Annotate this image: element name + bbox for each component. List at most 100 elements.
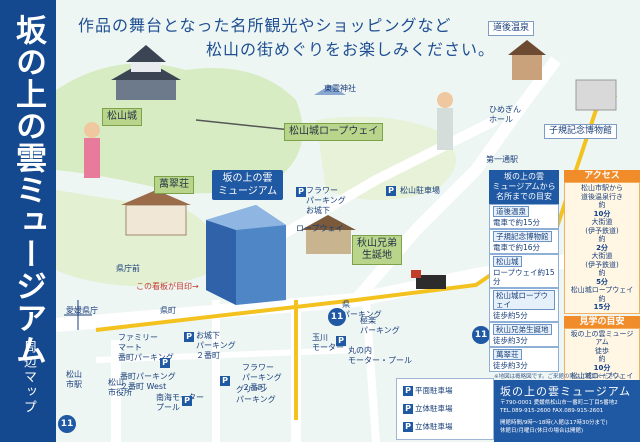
access-line: 5分 [596,277,608,286]
parking-maruichi[interactable]: 丸の内 モーター・プール [348,346,412,365]
parking-icon: P [182,396,192,406]
banshoso-building [121,190,191,236]
parking-icon: P [184,332,194,342]
station-area-label: 松山 市駅 [66,370,82,389]
map-area: 作品の舞台となった名所観光やショッピングなど 松山の街めぐりをお楽しみください。… [56,0,640,442]
city-office-label: 松山 市役所 [108,378,132,397]
parking-gokuraku[interactable]: 極楽 パーキング [360,316,400,335]
castle-label[interactable]: 松山城 [102,108,142,126]
title-sidebar: 坂の上の雲ミュージアム 周辺マップ [0,0,56,442]
access-line: 約 [598,201,606,209]
akiyama-label[interactable]: 秋山兄弟 生誕地 [352,235,402,265]
access-line: 2分 [596,243,608,252]
access-list: 道後温泉電車で約15分子規記念博物館電車で約16分松山城ロープウェイ約15分松山… [489,204,559,372]
ropeway-label[interactable]: 松山城ロープウェイ [284,123,384,141]
access-item: 子規記念博物館電車で約16分 [489,229,559,254]
shiki-label[interactable]: 子規記念博物館 [544,124,618,139]
access-item-dest[interactable]: 秋山兄弟生誕地 [493,324,552,335]
access-header: アクセス [564,170,640,182]
person-icon [437,92,453,150]
route-marker: 11 [58,415,76,433]
access-item: 道後温泉電車で約15分 [489,204,559,229]
tram-icon [411,270,446,289]
access-line: (伊予鉄道) [585,260,619,269]
distance-line: 松山城ロープウェイ [570,372,634,380]
access-item-dest[interactable]: 松山城 [493,256,522,267]
vertical-subtitle: 周辺マップ [21,340,36,415]
parking-green[interactable]: グリーン パーキング [236,385,276,404]
cross-street [95,347,357,363]
access-line: 約 [598,294,606,303]
footer-address: 〒790-0001 愛媛県松山市一番町二丁目5番地2 [500,400,618,406]
akiyama-house [301,215,356,254]
access-item: 萬翠荘徒歩約3分 [489,347,559,372]
parking-family-mart[interactable]: ファミリー マート 番町パーキング [118,333,174,362]
access-item-time: 徒歩約5分 [493,311,528,320]
access-line: (伊予鉄道) [585,226,619,235]
onsen-building [508,40,546,80]
mid-road [253,115,499,255]
kencho-stop-label: 県町 [160,306,176,315]
parking-ken[interactable]: 県 パーキング [342,300,382,319]
footer-box: 坂の上の雲ミュージアム 〒790-0001 愛媛県松山市一番町二丁目5番地2 T… [494,380,640,442]
station-label: 第一通駅 [486,155,518,164]
access-panel: 坂の上の雲 ミュージアムから 名所までの目安 道後温泉電車で約15分子規記念博物… [489,170,559,372]
access-item-dest[interactable]: 道後温泉 [493,206,529,217]
parking-icon: P [220,376,230,386]
distance-line: 約 [598,355,606,363]
tagline-line2: 松山の街めぐりをお楽しみください。 [206,40,496,59]
parking-minami[interactable]: 南海モーター プール [156,393,204,412]
legend-multi-1-label: 立体駐車場 [415,404,453,413]
access-line: 15分 [593,303,611,311]
castle-icon [111,45,181,100]
shrine-label: 東雲神社 [324,84,356,93]
vertical-title: 坂の上の雲ミュージアム [10,14,46,366]
access-item-dest[interactable]: 萬翠荘 [493,349,522,360]
access-item-time: 電車で約16分 [493,243,541,252]
access-line: 松山城ロープウェイ [570,286,634,294]
access-item: 松山城ロープウェイ徒歩約5分 [489,288,559,322]
parking-icon: P [386,186,396,196]
access-item-time: 電車で約15分 [493,218,541,227]
access-line: 約 [598,269,606,277]
footer-closed: 休館日/月曜日(休日の場合は開館) [500,428,584,434]
distance-header: 見学の目安 [564,315,640,328]
access-item: 秋山兄弟生誕地徒歩約3分 [489,322,559,347]
footer-tel: TEL.089-915-2600 FAX.089-915-2601 [500,408,604,414]
parking-flower-oshiro[interactable]: フラワー パーキング お城下 [306,186,346,215]
parking-icon: P [403,422,413,432]
parking-oshiro-2[interactable]: お城下 パーキング ２番町 [196,331,236,360]
parking-icon: P [160,358,170,368]
access-line: 道後温泉行き [581,192,623,201]
shiki-building [575,79,617,111]
route-marker: 11 [472,326,490,344]
parking-tamagawa[interactable]: 玉川 モーター [312,333,344,352]
museum-callout[interactable]: 坂の上の雲 ミュージアム [212,170,284,200]
sign-here-label: この看板が目印→ [136,282,199,291]
access-item-time: ロープウェイ約15分 [493,268,555,286]
access-line: 約 [598,235,606,243]
parking-icon: P [336,336,346,346]
parking-matsuyama[interactable]: 松山駐車場 [400,186,440,195]
parking-icon: P [403,386,413,396]
distance-line: 坂の上の雲ミュージアム [570,329,634,347]
access-item-dest[interactable]: 子規記念博物館 [493,231,552,242]
access-line: 松山市駅から [581,184,623,192]
access-item-dest[interactable]: 松山城ロープウェイ [493,290,555,310]
banshoso-label[interactable]: 萬翠荘 [154,176,194,194]
access-line: 10分 [593,209,611,218]
parking-2-west[interactable]: 番町パーキング ２番町 West [120,372,176,391]
onsen-label[interactable]: 道後温泉 [488,21,535,36]
access-panel-header: 坂の上の雲 ミュージアムから 名所までの目安 [489,170,559,204]
footer-museum-name: 坂の上の雲ミュージアム [500,385,632,398]
parking-flower-2[interactable]: フラワー パーキング ２番町 [242,363,282,392]
footer-hours: 開館時間/9時～18時(入館は17時30分まで) [500,420,608,426]
parking-icon: P [296,187,306,197]
legend-multi-2-label: 立体駐車場 [415,422,453,431]
access-item-time: 徒歩約3分 [493,336,528,345]
